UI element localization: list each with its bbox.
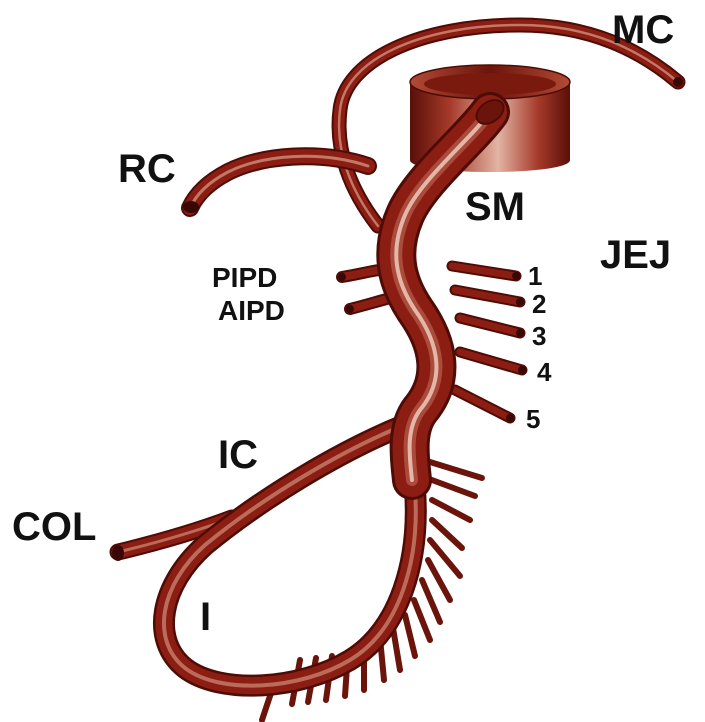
label-jejunal-5: 5 <box>526 404 540 434</box>
label-sm: SM <box>465 185 525 229</box>
label-jejunal-4: 4 <box>537 357 552 387</box>
label-aipd: AIPD <box>218 295 285 326</box>
label-pipd: PIPD <box>212 262 277 293</box>
label-ic: IC <box>218 433 258 477</box>
label-mc: MC <box>612 8 674 52</box>
jejunal-branches <box>452 266 526 422</box>
label-jejunal-3: 3 <box>532 321 546 351</box>
label-col: COL <box>12 505 96 549</box>
label-rc: RC <box>118 147 176 191</box>
ileocolic-loop <box>164 422 416 686</box>
label-jejunal-2: 2 <box>532 289 546 319</box>
label-i: I <box>200 595 211 639</box>
label-jej: JEJ <box>600 233 671 277</box>
right-colic-artery <box>183 156 368 213</box>
label-jejunal-1: 1 <box>528 261 542 291</box>
